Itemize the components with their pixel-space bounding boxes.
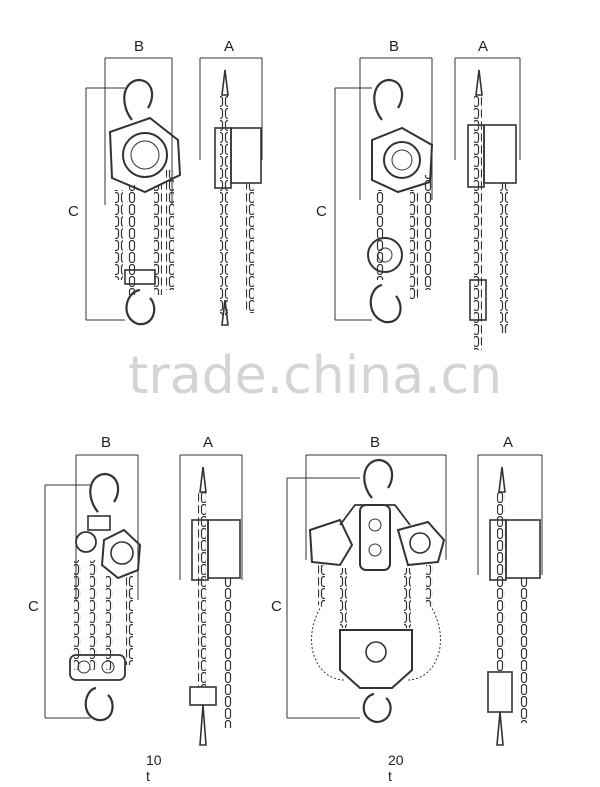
capacity-caption: 10 t	[146, 752, 162, 784]
dimension-label-a: A	[224, 38, 235, 55]
dimension-label-a: A	[478, 38, 489, 55]
dimension-label-b: B	[389, 38, 400, 55]
dimension-label-b: B	[134, 38, 145, 55]
watermark-text: trade.china.cn	[128, 346, 503, 406]
dimension-label-c: C	[68, 203, 79, 220]
hoist-front-view-3	[44, 454, 243, 722]
dimension-label-a: A	[503, 434, 514, 451]
dimension-label-c: C	[28, 598, 39, 615]
hoist-side-view-1	[214, 69, 262, 326]
dimension-label-a: A	[203, 434, 214, 451]
hoist-side-view-4	[487, 466, 541, 746]
capacity-caption: 20 t	[388, 752, 404, 784]
hoist-front-view-2	[334, 57, 521, 324]
dimension-label-b: B	[370, 434, 381, 451]
hoist-side-view-3	[189, 466, 241, 746]
dimension-label-b: B	[101, 434, 112, 451]
dimension-label-c: C	[316, 203, 327, 220]
dimension-label-c: C	[271, 598, 282, 615]
hoist-front-view-1	[85, 57, 263, 326]
hoist-front-view-4	[286, 454, 543, 724]
hoist-side-view-2	[467, 69, 517, 350]
